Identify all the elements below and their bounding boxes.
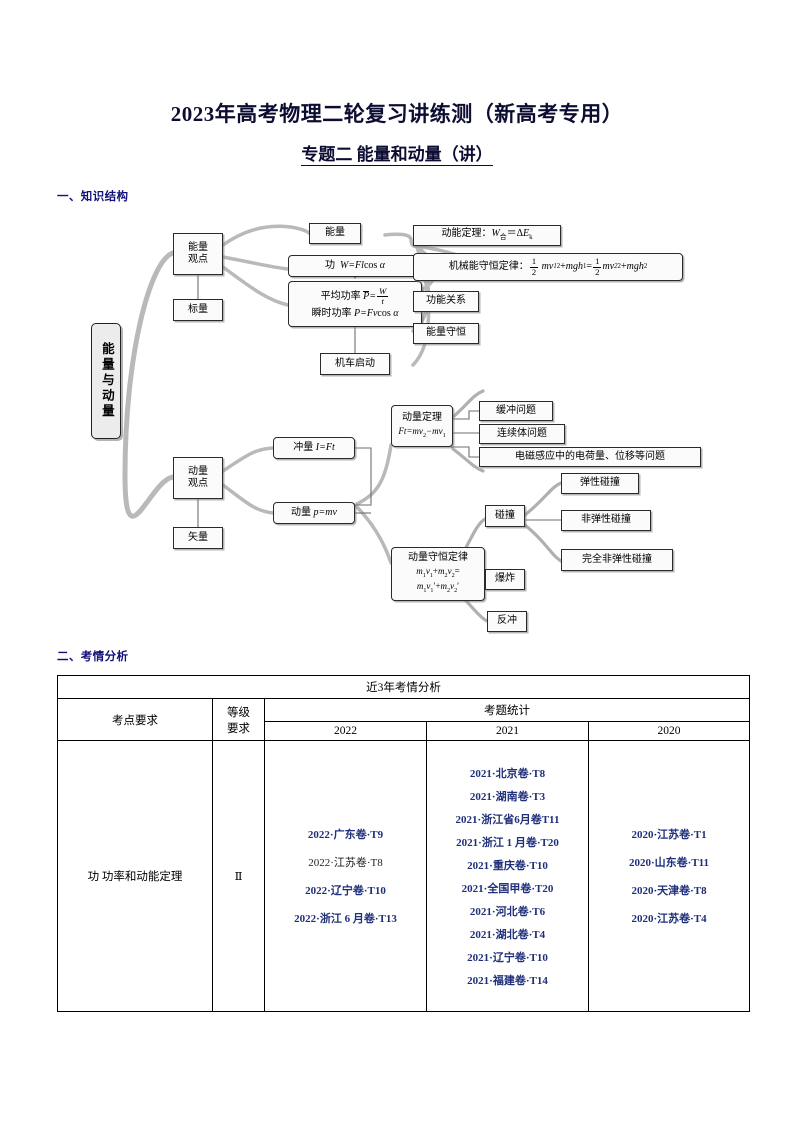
exam-entry: 2020·江苏卷·T4 (631, 913, 707, 925)
cell-2020: 2020·江苏卷·T1 2020·山东卷·T11 2020·天津卷·T8 202… (587, 740, 751, 1012)
exam-entry: 2021·北京卷·T8 (469, 767, 546, 780)
entry-list-2020: 2020·江苏卷·T1 2020·山东卷·T11 2020·天津卷·T8 202… (591, 744, 747, 1008)
node-momentum: 动量 p=mv (273, 502, 355, 524)
table-row-header-1: 考点要求 等级 要求 考题统计 (57, 698, 751, 741)
cell-2021: 2021·北京卷·T8 2021·湖南卷·T3 2021·浙江省6月卷T11 2… (426, 740, 589, 1012)
exam-entry: 2022·浙江 6 月卷·T13 (294, 913, 397, 925)
table-row: 功 功率和动能定理 Ⅱ 2022·广东卷·T9 2022·江苏卷·T8 2022… (57, 740, 751, 1012)
exam-entry: 2021·福建卷·T14 (467, 974, 548, 987)
node-momentum-theorem-title: 动量定理 (402, 412, 442, 424)
node-momentum-viewpoint: 动量 观点 (173, 457, 223, 499)
exam-entry: 2020·天津卷·T8 (631, 885, 707, 897)
document-subtitle: 专题二 能量和动量（讲） (0, 140, 794, 166)
node-momentum-theorem-formula: Ft=mv2−mv1 (398, 425, 446, 439)
header-level: 等级 要求 (212, 698, 265, 741)
exam-analysis-table: 近3年考情分析 考点要求 等级 要求 考题统计 2022 2021 2020 功 (56, 675, 751, 1012)
node-energy-viewpoint-label: 能量 观点 (188, 241, 208, 266)
header-stats: 考题统计 (263, 698, 751, 722)
diagram-connectors (122, 224, 563, 623)
node-work-label: 功 W=Flcos α (324, 259, 386, 271)
exam-entry: 2021·辽宁卷·T10 (467, 951, 548, 964)
header-kaodian: 考点要求 (57, 698, 213, 741)
node-buffer-problem: 缓冲问题 (479, 401, 553, 421)
node-root: 能量与动量 (91, 323, 121, 439)
entry-list-2022: 2022·广东卷·T9 2022·江苏卷·T8 2022·辽宁卷·T10 202… (267, 744, 424, 1008)
node-energy-viewpoint: 能量 观点 (173, 233, 223, 275)
node-momentum-viewpoint-label: 动量 观点 (188, 465, 208, 490)
node-vector: 矢量 (173, 527, 223, 549)
table-row-header-2: 2022 2021 2020 (58, 721, 751, 741)
exam-entry: 2021·浙江省6月卷T11 (455, 813, 560, 826)
node-collision: 碰撞 (485, 505, 525, 527)
node-work-energy-relation: 功能关系 (413, 291, 479, 312)
node-kinetic-energy-theorem: 动能定理：W合＝ΔEk (413, 225, 561, 246)
document-subtitle-text: 专题二 能量和动量（讲） (301, 145, 493, 166)
cell-kaodian: 功 功率和动能定理 (57, 740, 213, 1012)
node-elastic-collision: 弹性碰撞 (561, 473, 639, 494)
exam-entry: 2021·湖南卷·T3 (469, 790, 546, 803)
exam-entry: 2020·山东卷·T11 (628, 857, 710, 869)
exam-entry: 2021·湖北卷·T4 (469, 928, 546, 941)
document-title: 2023年高考物理二轮复习讲练测（新高考专用） (170, 102, 624, 126)
node-energy-conservation: 能量守恒 (413, 323, 479, 344)
header-level-line1: 等级 (227, 706, 250, 719)
exam-entry: 2022·江苏卷·T8 (308, 857, 383, 869)
node-momentum-conservation: 动量守恒定律 m1v1+m2v2= m1v1′+m2v2′ (391, 547, 485, 601)
node-recoil: 反冲 (487, 611, 527, 632)
node-impulse: 冲量 I=Ft (273, 437, 355, 459)
exam-entry: 2021·河北卷·T6 (469, 905, 546, 918)
node-momentum-conservation-line1: m1v1+m2v2= (416, 565, 460, 579)
exam-entry: 2022·辽宁卷·T10 (305, 885, 386, 897)
node-momentum-theorem: 动量定理 Ft=mv2−mv1 (391, 405, 453, 447)
node-engine-start: 机车启动 (320, 353, 390, 375)
entry-list-2021: 2021·北京卷·T8 2021·湖南卷·T3 2021·浙江省6月卷T11 2… (429, 744, 586, 1008)
node-continuum-problem: 连续体问题 (479, 424, 565, 444)
cell-level: Ⅱ (212, 740, 265, 1012)
section-heading-knowledge-structure: 一、知识结构 (57, 191, 129, 203)
header-level-line2: 要求 (227, 722, 250, 735)
node-work: 功 W=Flcos α (288, 255, 422, 277)
table-row-title: 近3年考情分析 (56, 675, 751, 699)
header-year-2020: 2020 (587, 721, 751, 741)
node-momentum-conservation-title: 动量守恒定律 (408, 552, 468, 564)
node-energy: 能量 (309, 223, 361, 244)
exam-entry: 2020·江苏卷·T1 (631, 829, 707, 841)
exam-analysis-table-wrap: 近3年考情分析 考点要求 等级 要求 考题统计 2022 2021 2020 功 (56, 675, 751, 1012)
table-title: 近3年考情分析 (56, 675, 751, 699)
exam-entry: 2021·重庆卷·T10 (467, 859, 548, 872)
node-inst-power-label: 瞬时功率 P=Fvcos α (311, 308, 399, 320)
exam-entry: 2021·全国甲卷·T20 (461, 882, 554, 895)
header-year-2021: 2021 (426, 721, 589, 741)
header-year-2022: 2022 (264, 721, 427, 741)
section-heading-exam-analysis: 二、考情分析 (57, 651, 129, 663)
node-em-induction-problem: 电磁感应中的电荷量、位移等问题 (479, 447, 701, 467)
node-inelastic-collision: 非弹性碰撞 (561, 510, 651, 531)
cell-2022: 2022·广东卷·T9 2022·江苏卷·T8 2022·辽宁卷·T10 202… (264, 740, 427, 1012)
node-explosion: 爆炸 (485, 569, 525, 590)
node-perfectly-inelastic-collision: 完全非弹性碰撞 (561, 549, 673, 571)
node-scalar: 标量 (173, 299, 223, 321)
node-momentum-conservation-line2: m1v1′+m2v2′ (416, 581, 460, 595)
exam-entry: 2022·广东卷·T9 (307, 829, 384, 841)
exam-entry: 2021·浙江 1 月卷·T20 (456, 836, 559, 849)
